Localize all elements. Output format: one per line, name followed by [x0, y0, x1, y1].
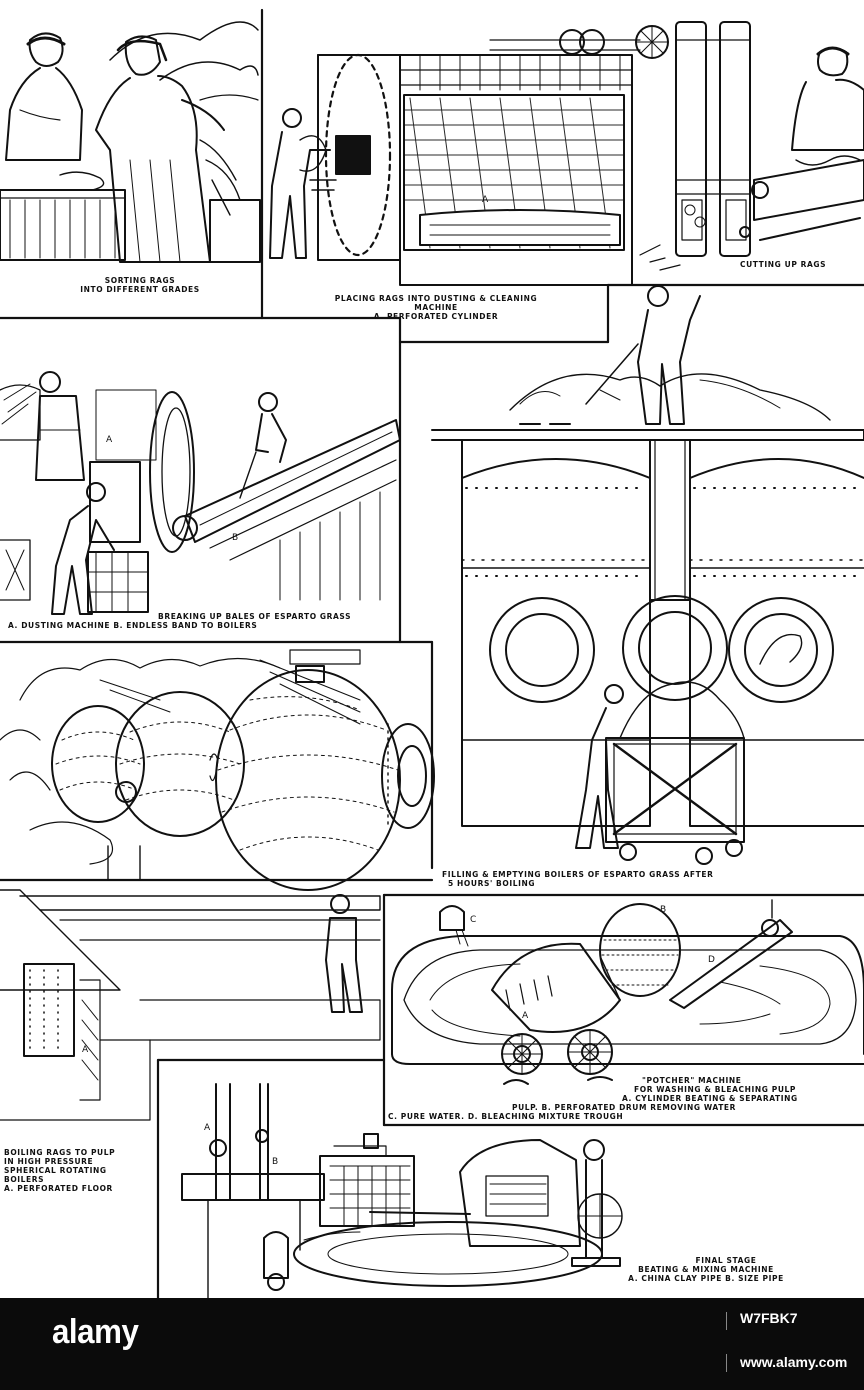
final-label-a: A — [204, 1123, 211, 1133]
boilers-caption-line-2: 5 hours' boiling — [448, 879, 536, 888]
boilers-caption: Filling & emptying boilers of esparto gr… — [442, 870, 713, 888]
esparto-grass-illustration — [0, 371, 401, 615]
dusting-caption: Placing rags into dusting & cleaning mac… — [286, 294, 586, 321]
spherical-caption-line-5: A. Perforated floor — [4, 1184, 113, 1193]
cutting-caption: Cutting up rags — [740, 260, 826, 269]
engraving-plate: A — [0, 8, 864, 1300]
potcher-caption: "Potcher" machine for washing & bleachin… — [388, 1076, 798, 1121]
watermark-divider-top — [726, 1312, 727, 1330]
watermark-logo: alamy — [52, 1313, 139, 1351]
cutting-caption-line-1: Cutting up rags — [740, 260, 827, 269]
dusting-caption-line-3: A. Perforated cylinder — [373, 312, 499, 321]
spherical-caption-line-4: boilers — [4, 1175, 45, 1184]
final-caption-line-1: Final stage — [695, 1256, 757, 1265]
final-caption-line-3: A. China clay pipe B. Size pipe — [628, 1274, 784, 1283]
spherical-label-a: A — [82, 1045, 89, 1055]
spherical-caption: Boiling rags to pulp in high pressure sp… — [4, 1148, 115, 1193]
esparto-label-a: A — [106, 435, 113, 445]
potcher-label-c: C — [470, 915, 476, 925]
spherical-boilers-illustration — [0, 649, 435, 1121]
spherical-caption-line-3: spherical rotating — [4, 1166, 107, 1175]
dusting-caption-line-2: machine — [414, 303, 458, 312]
potcher-caption-line-2: for washing & bleaching pulp — [634, 1085, 796, 1094]
boilers-caption-line-1: Filling & emptying boilers of esparto gr… — [442, 870, 714, 879]
esparto-caption: Breaking up bales of esparto grass A. Du… — [8, 612, 351, 630]
final-label-b: B — [272, 1157, 278, 1167]
spherical-caption-line-2: in high pressure — [4, 1157, 94, 1166]
final-caption-line-2: beating & mixing machine — [638, 1265, 774, 1274]
potcher-label-d: D — [708, 955, 715, 965]
potcher-caption-line-5: C. Pure water. D. Bleaching mixture trou… — [388, 1112, 624, 1121]
dusting-label-a: A — [482, 195, 489, 205]
dusting-caption-line-1: Placing rags into dusting & cleaning — [334, 294, 538, 303]
watermark-image-id: W7FBK7 — [740, 1310, 798, 1326]
sorting-caption: Sorting rags into different grades — [60, 276, 220, 294]
sorting-caption-line-2: into different grades — [80, 285, 200, 294]
potcher-caption-line-3: A. Cylinder beating & separating — [622, 1094, 798, 1103]
watermark-footer — [0, 1298, 864, 1390]
final-stage-illustration — [181, 1083, 623, 1299]
potcher-caption-line-4: pulp. B. Perforated drum removing water — [512, 1103, 737, 1112]
potcher-label-a: A — [522, 1011, 529, 1021]
esparto-caption-line-1: Breaking up bales of esparto grass — [158, 612, 352, 621]
cutting-rags-illustration — [639, 21, 864, 271]
sorting-caption-line-1: Sorting rags — [104, 276, 176, 285]
boilers-illustration — [431, 285, 864, 865]
watermark-divider-bottom — [726, 1354, 727, 1372]
dusting-machine-illustration — [269, 25, 669, 286]
sorting-rags-illustration — [0, 21, 261, 263]
esparto-label-b: B — [232, 533, 238, 543]
final-caption: Final stage beating & mixing machine A. … — [596, 1256, 816, 1283]
esparto-caption-line-2: A. Dusting machine B. Endless band to bo… — [8, 621, 258, 630]
panel-borders — [0, 8, 864, 1300]
potcher-machine-illustration — [391, 899, 864, 1085]
potcher-caption-line-1: "Potcher" machine — [642, 1076, 742, 1085]
spherical-caption-line-1: Boiling rags to pulp — [4, 1148, 116, 1157]
watermark-url: www.alamy.com — [740, 1354, 848, 1370]
potcher-label-b: B — [660, 905, 666, 915]
